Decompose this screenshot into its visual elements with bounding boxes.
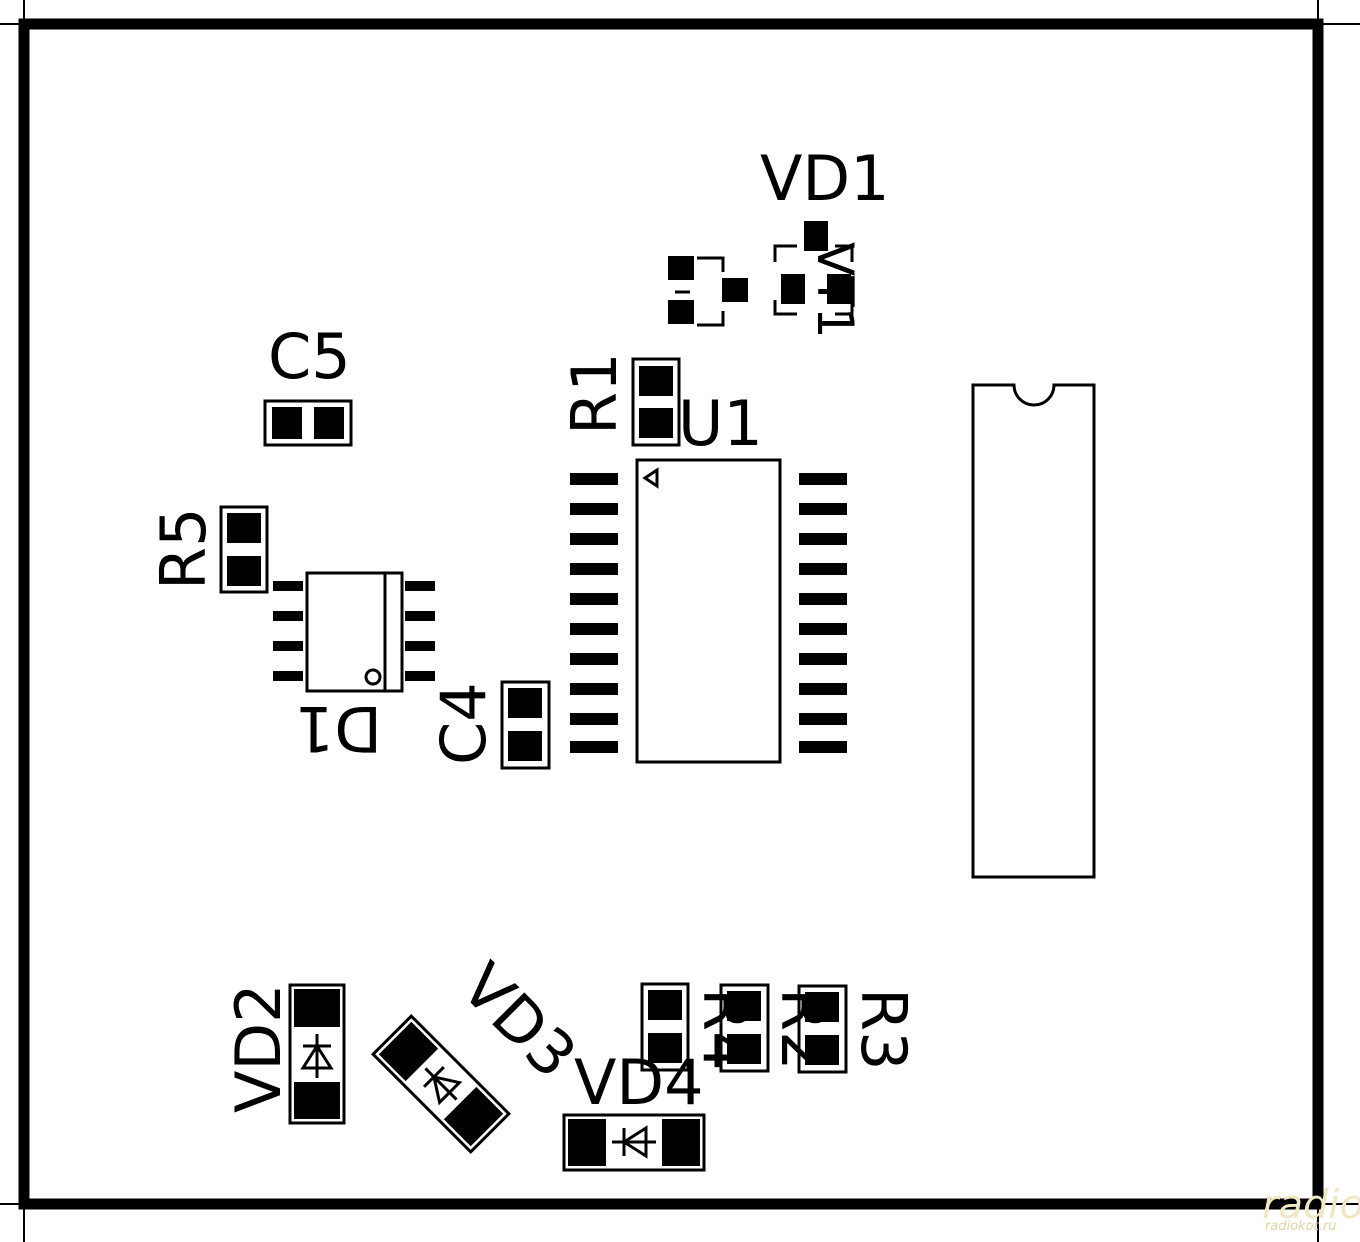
r2-label: R2: [767, 988, 840, 1071]
r5-footprint: [219, 505, 269, 594]
c5-footprint: [263, 399, 353, 447]
vd1-label: VD1: [760, 142, 890, 215]
vd3-footprint: [370, 1013, 512, 1155]
vd3-diode-symbol: [422, 1065, 463, 1106]
c5-label: C5: [268, 320, 351, 393]
u1-left-pads: [570, 473, 618, 753]
r3-footprint: [797, 984, 848, 1074]
r1-footprint: [631, 357, 681, 447]
c4-footprint: [500, 680, 551, 770]
watermark-logo: radioKOT: [1262, 1182, 1360, 1228]
vt1-label: VT1: [806, 242, 864, 339]
vd4-diode-symbol: [612, 1125, 656, 1159]
vd4-label: VD4: [574, 1046, 704, 1119]
u1-right-pads: [799, 473, 847, 753]
vd2-diode-symbol: [300, 1034, 334, 1078]
vd2-footprint: [288, 983, 346, 1125]
vd3-label: VD3: [447, 949, 590, 1092]
u1-footprint: [570, 458, 847, 764]
c4-label: C4: [427, 682, 500, 765]
r1-label: R1: [558, 352, 631, 435]
r3-label: R3: [847, 988, 920, 1071]
r2-footprint: [719, 983, 770, 1073]
d1-label: D1: [295, 692, 382, 765]
radiokot-watermark: radioKOT radiokot.ru: [1262, 1182, 1360, 1234]
vt1-footprint: [668, 256, 748, 327]
vd4-footprint: [562, 1113, 706, 1172]
r4-footprint: [640, 982, 690, 1072]
watermark-url: radiokot.ru: [1265, 1219, 1336, 1234]
r4-label: R4: [689, 988, 762, 1071]
d1-footprint: [273, 571, 435, 693]
u1-label: U1: [678, 387, 763, 460]
dip-package-outline: [971, 383, 1096, 879]
r5-label: R5: [147, 507, 220, 590]
vd2-label: VD2: [222, 983, 295, 1113]
vd1-footprint: [773, 221, 854, 316]
